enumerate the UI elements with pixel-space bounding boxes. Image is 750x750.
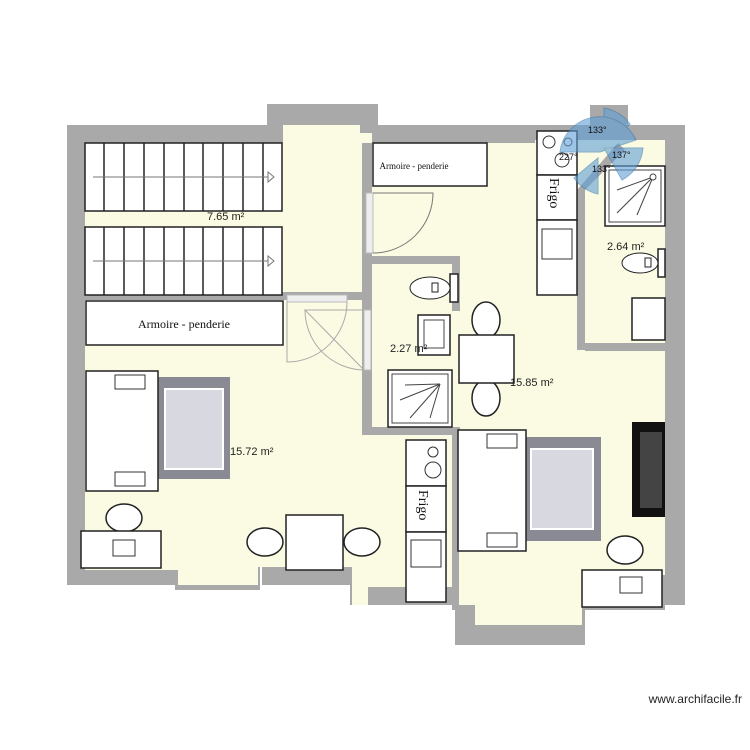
door-bathroom-right[interactable] [559, 107, 644, 195]
room-area-label: 15.72 m² [230, 446, 274, 458]
door-angle: 137° [612, 150, 631, 160]
door-angle: 133° [588, 125, 607, 135]
wardrobe-left: Armoire - penderie [85, 300, 284, 346]
fireplace [632, 422, 665, 517]
wardrobe-top: Armoire - penderie [372, 142, 488, 187]
kitchen-bottom: Frigo [405, 439, 447, 603]
bed-right [457, 429, 601, 552]
desk-left [80, 503, 162, 569]
bed-left [85, 370, 230, 492]
door-corridor-right[interactable] [303, 309, 372, 371]
staircase-bottom [84, 226, 283, 296]
room-area-label: 2.27 m² [390, 343, 428, 355]
door-angle: 133° [592, 164, 611, 174]
fridge-label: Frigo [546, 178, 561, 208]
door-wardrobe[interactable] [365, 192, 434, 254]
wardrobe-label: Armoire - penderie [380, 161, 449, 171]
desk-right [581, 535, 663, 608]
fridge-label: Frigo [415, 490, 430, 520]
watermark: www.archifacile.fr [648, 692, 742, 706]
shower-left [387, 369, 453, 428]
kitchen-top: Frigo [536, 130, 578, 296]
room-area-label: 15.85 m² [510, 377, 554, 389]
shower-right [604, 165, 666, 227]
door-corridor-left[interactable] [286, 294, 348, 363]
wardrobe-label: Armoire - penderie [138, 317, 230, 331]
room-area-label: 2.64 m² [607, 241, 645, 253]
dining-set-center [458, 301, 515, 417]
sink-left [417, 314, 451, 356]
sink-right [631, 297, 666, 341]
dining-set-left [246, 514, 381, 571]
toilet-left [409, 273, 459, 303]
staircase-top [84, 142, 283, 212]
room-area-label: 7.65 m² [207, 211, 245, 223]
door-angle: 227° [559, 152, 578, 162]
toilet-right [621, 248, 666, 278]
